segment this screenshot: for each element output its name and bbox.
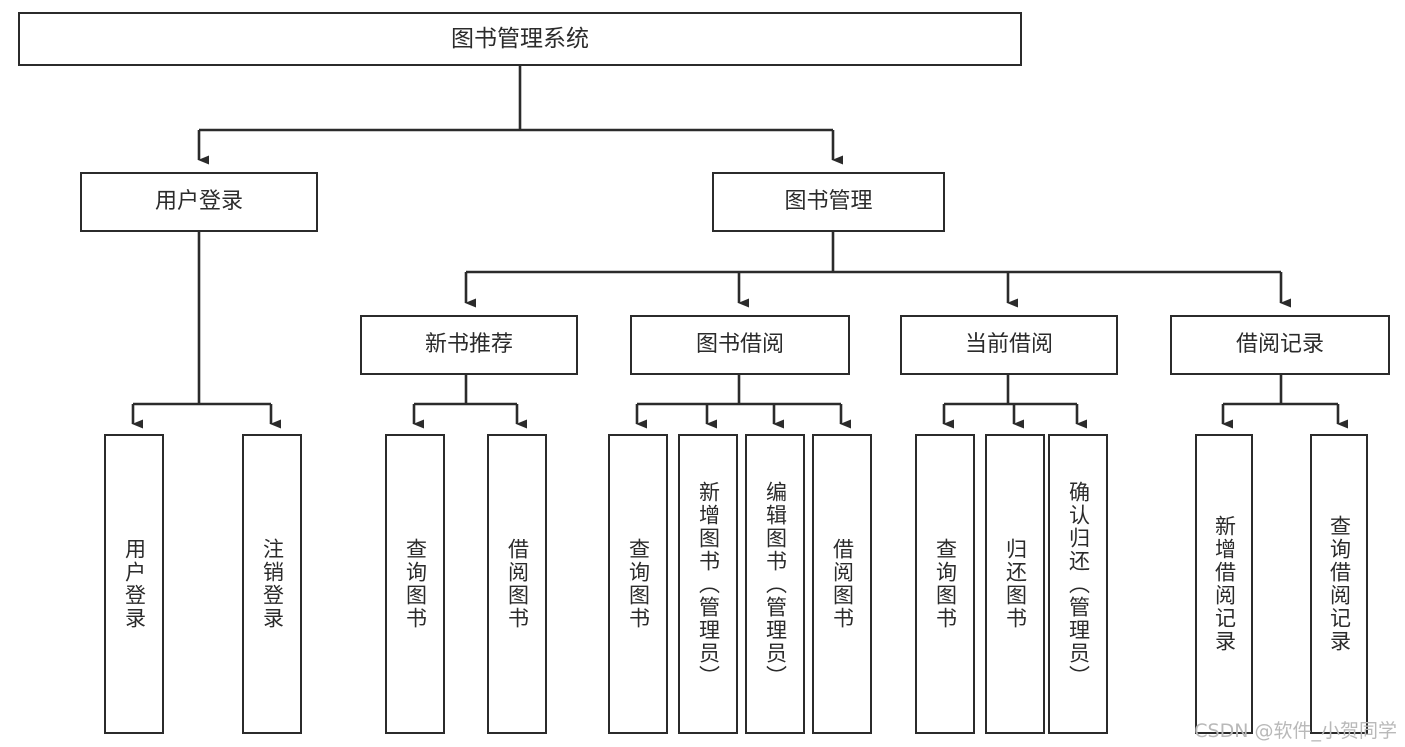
leaf-borrow-book-recommend[interactable]: 借阅图书: [487, 434, 547, 734]
node-label: 用户登录: [122, 538, 147, 630]
node-label: 注销登录: [260, 538, 285, 630]
leaf-query-borrow-record[interactable]: 查询借阅记录: [1310, 434, 1368, 734]
node-label: 查询图书: [626, 538, 651, 630]
leaf-query-book-recommend[interactable]: 查询图书: [385, 434, 445, 734]
node-root-book-management-system[interactable]: 图书管理系统: [18, 12, 1022, 66]
node-label: 新增图书（管理员）: [696, 480, 721, 688]
node-book-borrow[interactable]: 图书借阅: [630, 315, 850, 375]
edges-root-to-level2: [197, 66, 843, 165]
node-borrow-record[interactable]: 借阅记录: [1170, 315, 1390, 375]
node-label: 用户登录: [154, 189, 243, 215]
node-label: 图书管理: [784, 189, 873, 215]
edges-newbook-to-leaves: [412, 375, 527, 429]
node-label: 编辑图书（管理员）: [763, 480, 788, 688]
leaf-query-book-borrow[interactable]: 查询图书: [608, 434, 668, 734]
node-label: 图书借阅: [695, 332, 784, 358]
leaf-user-login[interactable]: 用户登录: [104, 434, 164, 734]
edges-bookborrow-to-leaves: [635, 375, 851, 429]
node-new-book-recommend[interactable]: 新书推荐: [360, 315, 578, 375]
edges-userlogin-to-leaves: [131, 232, 281, 429]
leaf-confirm-return-admin[interactable]: 确认归还（管理员）: [1048, 434, 1108, 734]
node-label: 查询图书: [933, 538, 958, 630]
leaf-edit-book-admin[interactable]: 编辑图书（管理员）: [745, 434, 805, 734]
node-label: 新书推荐: [424, 332, 513, 358]
leaf-logout-login[interactable]: 注销登录: [242, 434, 302, 734]
leaf-query-book-current[interactable]: 查询图书: [915, 434, 975, 734]
node-label: 新增借阅记录: [1212, 515, 1237, 653]
leaf-add-borrow-record[interactable]: 新增借阅记录: [1195, 434, 1253, 734]
node-label: 查询借阅记录: [1327, 515, 1352, 653]
node-label: 图书管理系统: [451, 25, 589, 52]
node-label: 归还图书: [1003, 538, 1028, 630]
node-label: 借阅图书: [505, 538, 530, 630]
leaf-borrow-book-borrow[interactable]: 借阅图书: [812, 434, 872, 734]
node-label: 借阅图书: [830, 538, 855, 630]
edges-bookmanage-to-level3: [464, 232, 1291, 308]
edges-borrowrecord-to-leaves: [1221, 375, 1348, 429]
node-book-management[interactable]: 图书管理: [712, 172, 945, 232]
node-label: 查询图书: [403, 538, 428, 630]
node-current-borrow[interactable]: 当前借阅: [900, 315, 1118, 375]
node-user-login[interactable]: 用户登录: [80, 172, 318, 232]
node-label: 确认归还（管理员）: [1066, 480, 1091, 688]
node-label: 借阅记录: [1235, 332, 1324, 358]
edges-currentborrow-to-leaves: [942, 375, 1087, 429]
leaf-add-book-admin[interactable]: 新增图书（管理员）: [678, 434, 738, 734]
node-label: 当前借阅: [964, 332, 1053, 358]
leaf-return-book[interactable]: 归还图书: [985, 434, 1045, 734]
